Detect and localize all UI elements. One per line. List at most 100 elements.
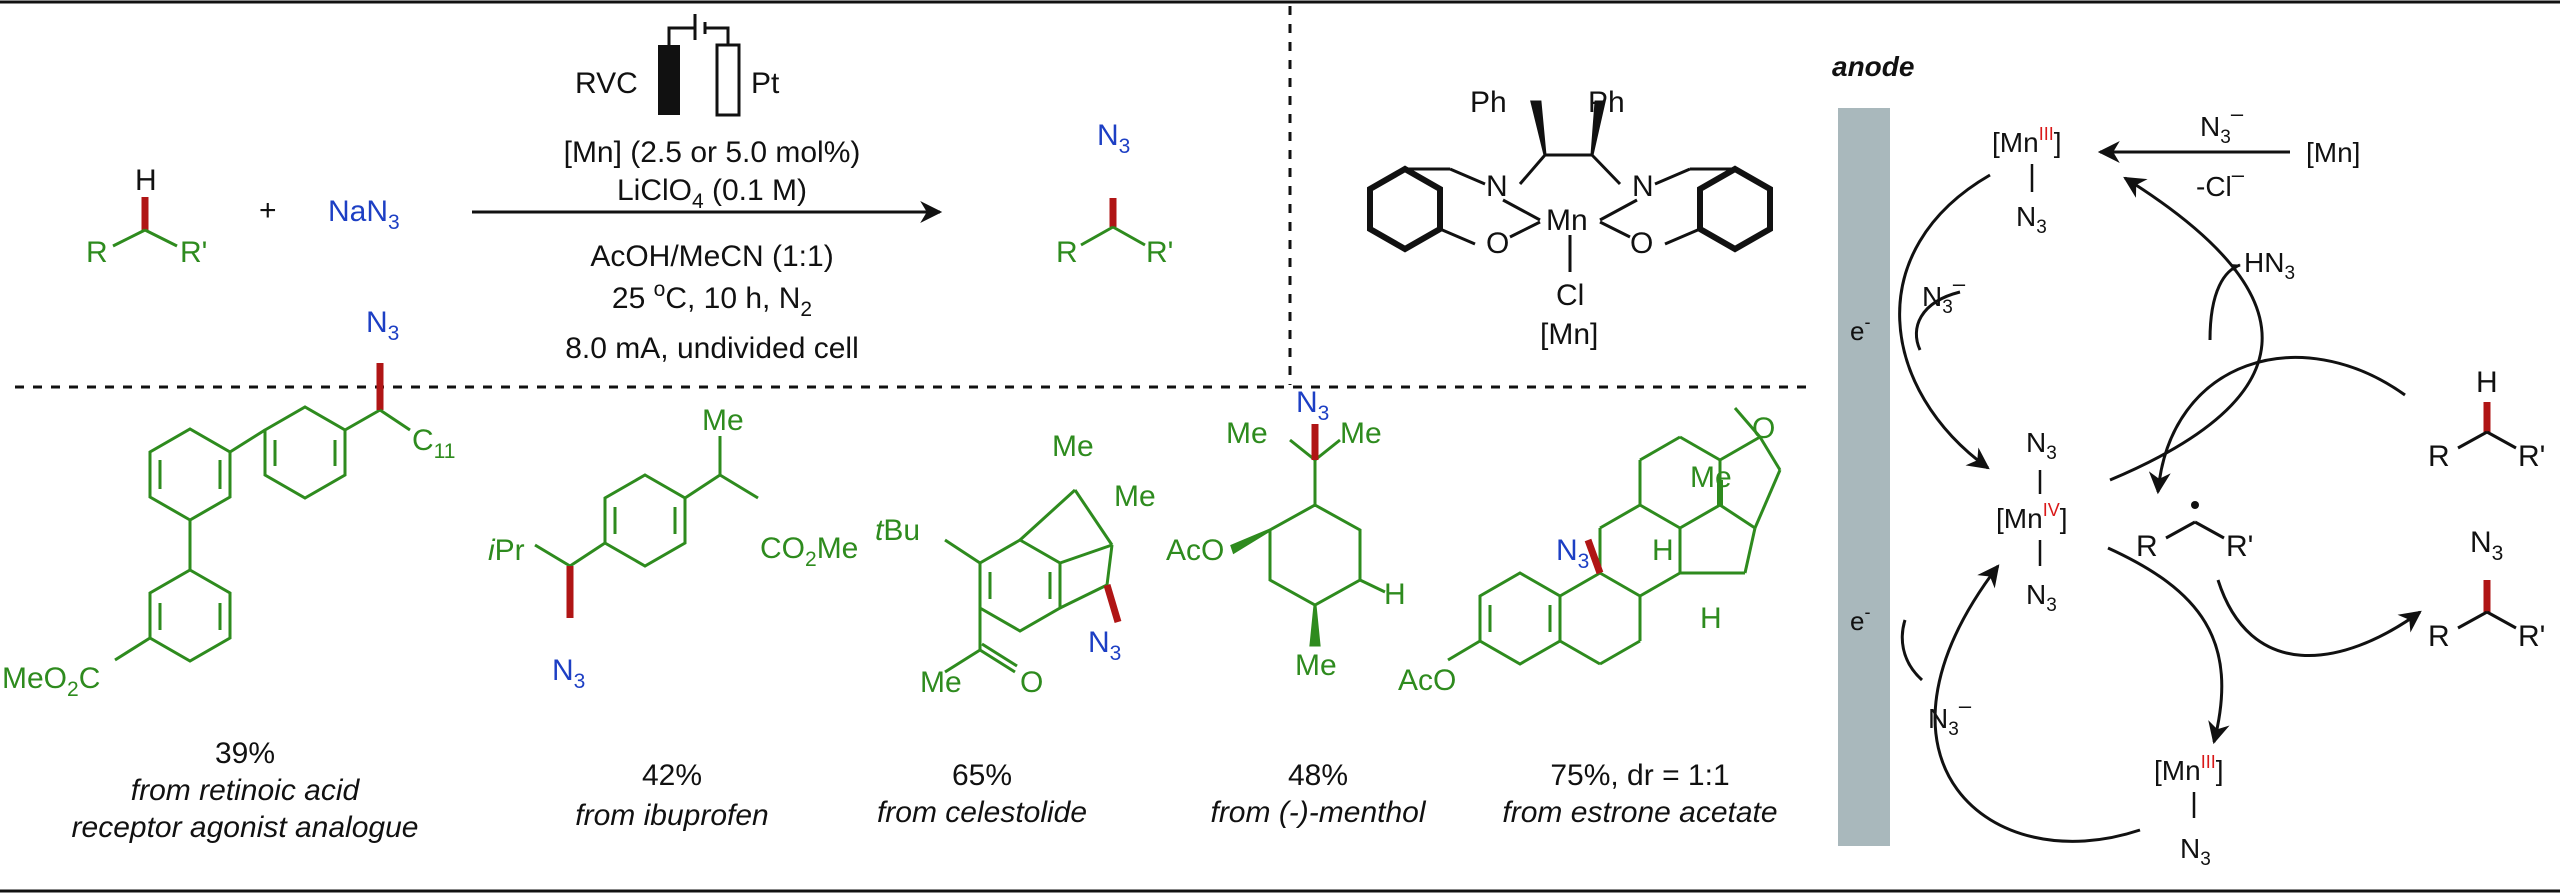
azide-ion-top: N3–	[2200, 101, 2244, 148]
example-4-methyl-2: Me	[1340, 417, 1382, 450]
example-3-azide: N3	[1088, 626, 1121, 665]
example-4-acetate: AcO	[1166, 534, 1224, 567]
azide-addition-bottom	[1900, 619, 1924, 682]
product-r: R	[1056, 236, 1078, 269]
example-5-acetate: AcO	[1398, 664, 1456, 697]
cycle-product-r: R	[2428, 620, 2450, 653]
product-azide: N3	[1097, 119, 1130, 158]
condition-current: 8.0 mA, undivided cell	[565, 332, 859, 365]
substrate-r: R	[86, 236, 108, 269]
example-1-labels: N3 C11 MeO2C	[2, 306, 455, 701]
example-2-yield: 42%	[642, 759, 702, 792]
conditions: [Mn] (2.5 or 5.0 mol%) LiClO4 (0.1 M) Ac…	[564, 136, 861, 365]
example-3-ketone-o: O	[1020, 666, 1043, 699]
example-3-tbu: tBu	[875, 514, 920, 547]
catalyst-o-right: O	[1630, 227, 1653, 260]
plus-sign: +	[259, 194, 277, 227]
example-3-methyl-1: Me	[1052, 430, 1094, 463]
mn4-azide-bottom: N3	[2026, 579, 2057, 616]
example-3-structure	[944, 488, 1122, 674]
example-3-labels: tBu Me Me Me O N3	[875, 430, 1156, 699]
mn3-bottom-azide: N3	[2180, 833, 2211, 870]
azide-ion-bottom: N3–	[1928, 693, 1972, 740]
catalyst-n-right: N	[1632, 170, 1654, 203]
example-5-labels: N3 Me O H H AcO	[1398, 412, 1775, 697]
rvc-electrode	[658, 45, 680, 115]
product-release-arrow	[2216, 579, 2422, 657]
electrode-icon: RVC Pt	[575, 14, 780, 117]
radical-rebound-arrow	[2107, 546, 2230, 745]
example-1-ester: MeO2C	[2, 662, 100, 701]
cycle-text: [MnIII] N3 N3– -Cl– [Mn] HN3 N3– N3 [MnI…	[1922, 101, 2360, 870]
example-1-alkyl: C11	[412, 424, 455, 463]
anode-label: anode	[1832, 51, 1914, 82]
pt-electrode	[715, 43, 741, 117]
substrate-r-prime: R'	[180, 236, 207, 269]
anode-material: RVC	[575, 67, 638, 100]
electron-2: e-	[1850, 602, 1870, 636]
reaction-product: N3 R R'	[1056, 119, 1173, 269]
example-5-h-2: H	[1700, 602, 1722, 635]
example-1-source-line-1: from retinoic acid	[131, 774, 361, 807]
condition-temperature: 25 oC, 10 h, N2	[612, 278, 812, 321]
example-4-labels: N3 Me Me AcO H Me	[1166, 386, 1406, 682]
example-4-h: H	[1384, 578, 1406, 611]
example-4-source: from (-)-menthol	[1210, 796, 1426, 829]
electron-1: e-	[1850, 312, 1870, 346]
example-1-yield: 39%	[215, 737, 275, 770]
cycle-substrate-r: R	[2428, 440, 2450, 473]
example-1-azide: N3	[366, 306, 399, 345]
mn3-top: [MnIII]	[1992, 124, 2061, 158]
catalyst-labels: Ph Ph N N Mn O O Cl [Mn]	[1470, 86, 1654, 351]
mn3-bottom: [MnIII]	[2154, 752, 2223, 786]
example-5-azide: N3	[1556, 534, 1589, 573]
example-1-structure	[114, 363, 411, 663]
mn3-top-azide: N3	[2016, 201, 2047, 238]
example-2-labels: Me CO2Me iPr N3	[488, 404, 858, 693]
example-4-methyl-1: Me	[1226, 417, 1268, 450]
cycle-product-r-prime: R'	[2518, 620, 2545, 653]
mn-precatalyst: [Mn]	[2306, 137, 2360, 168]
catalyst-ph-right: Ph	[1588, 86, 1625, 119]
catalyst-cl: Cl	[1556, 279, 1584, 312]
example-4-azide: N3	[1296, 386, 1329, 425]
catalyst-mn: Mn	[1546, 204, 1588, 237]
anode-electrode	[1838, 108, 1890, 846]
example-3-acetyl-methyl: Me	[920, 666, 962, 699]
product-r-prime: R'	[1146, 236, 1173, 269]
cycle-arrows	[1898, 141, 2422, 843]
example-4-structure	[1230, 424, 1386, 647]
mn4-center: [MnIV]	[1996, 500, 2067, 534]
chloride-loss: -Cl–	[2196, 162, 2245, 202]
cycle-substrate-r-prime: R'	[2518, 440, 2545, 473]
cycle-substrate-h: H	[2476, 366, 2498, 399]
catalyst-label: [Mn]	[1540, 318, 1598, 351]
example-5-yield: 75%, dr = 1:1	[1550, 759, 1729, 792]
reaction-substrate: H R R'	[86, 164, 207, 269]
mn4-azide-top: N3	[2026, 427, 2057, 464]
mn-salen-catalyst	[1367, 100, 1773, 272]
example-2-source: from ibuprofen	[575, 799, 768, 832]
example-1-source-line-2: receptor agonist analogue	[72, 811, 419, 844]
condition-catalyst: [Mn] (2.5 or 5.0 mol%)	[564, 136, 861, 169]
hn3-release	[2208, 263, 2241, 341]
hydrazoic-acid: HN3	[2244, 247, 2295, 284]
example-5-structure	[1447, 407, 1782, 666]
example-captions: 39% from retinoic acid receptor agonist …	[72, 737, 1778, 844]
cathode-material: Pt	[751, 67, 780, 100]
cycle-radical-r-prime: R'	[2226, 530, 2253, 563]
azide-ion-left: N3–	[1922, 271, 1966, 318]
example-4-methyl-3: Me	[1295, 649, 1337, 682]
example-3-source: from celestolide	[877, 796, 1087, 829]
example-2-isopropyl: iPr	[488, 534, 525, 567]
example-5-source: from estrone acetate	[1502, 796, 1777, 829]
example-2-azide: N3	[552, 654, 585, 693]
condition-electrolyte: LiClO4 (0.1 M)	[617, 174, 807, 213]
example-3-methyl-2: Me	[1114, 480, 1156, 513]
catalyst-ph-left: Ph	[1470, 86, 1507, 119]
example-5-methyl: Me	[1690, 461, 1732, 494]
oxidation-arrow-bottom	[1933, 564, 2141, 843]
catalyst-n-left: N	[1486, 170, 1508, 203]
